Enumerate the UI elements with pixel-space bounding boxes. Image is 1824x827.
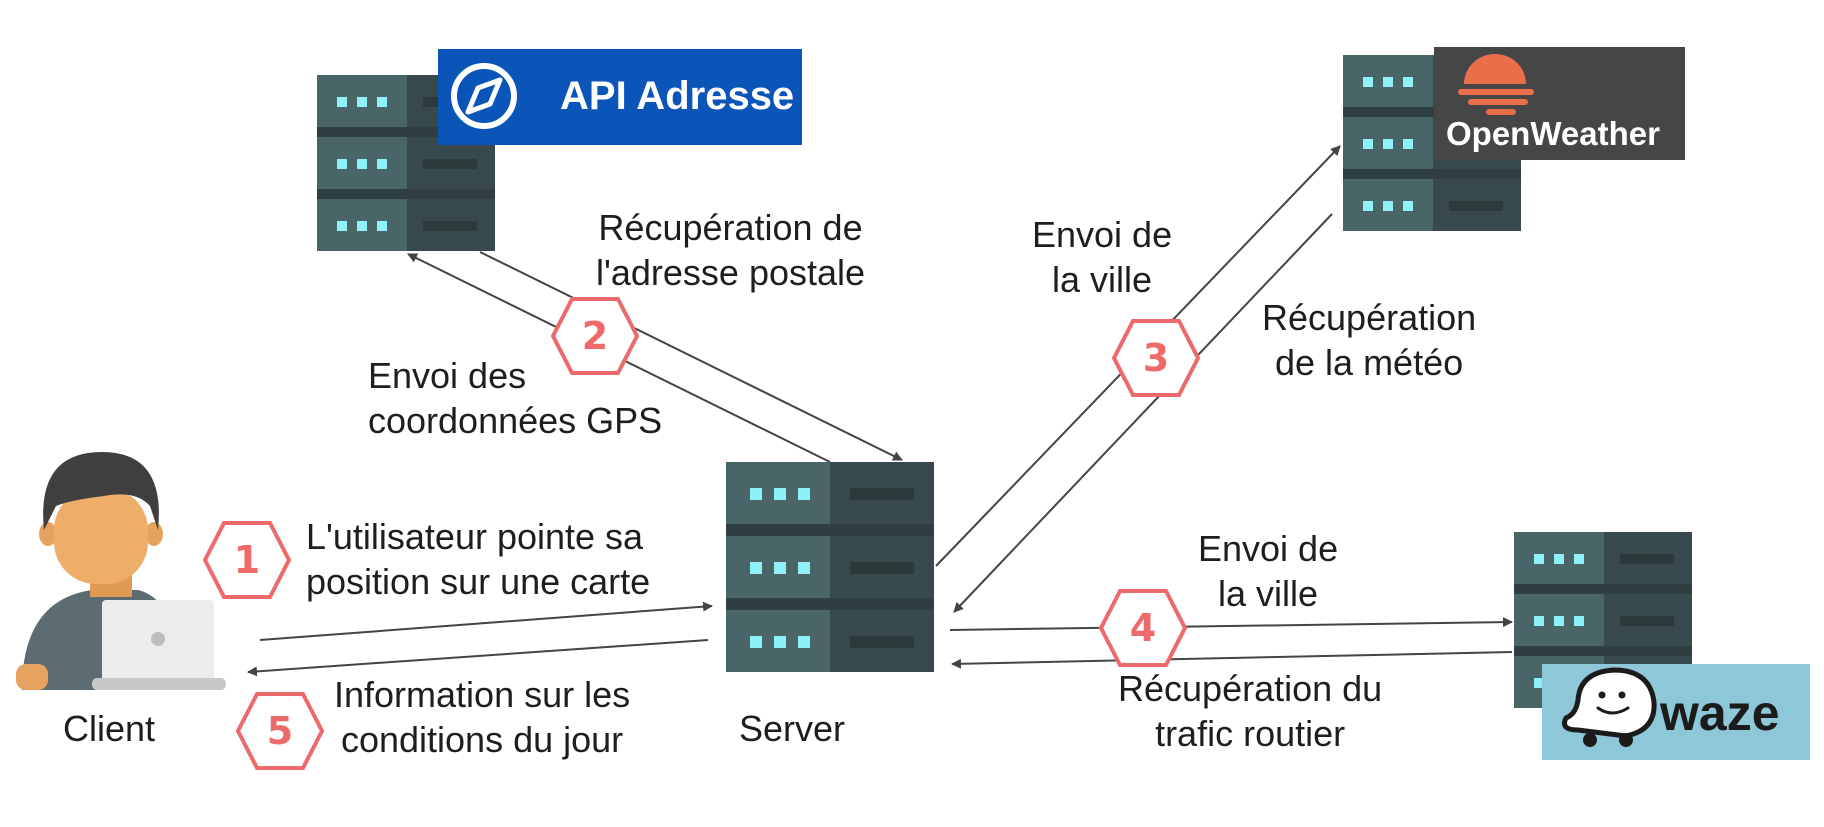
sun-icon — [1458, 54, 1534, 115]
arrow-server-to-waze — [949, 617, 1513, 631]
openweather-logo — [1434, 47, 1685, 160]
arrow-server-to-client — [247, 639, 709, 677]
server-rack-central — [726, 462, 934, 672]
api-adresse-logo-text: API Adresse — [560, 74, 795, 118]
client-person-icon — [16, 452, 226, 690]
waze-logo-text: waze — [1660, 685, 1780, 741]
step-5-badge: 5 — [235, 691, 325, 771]
step-4-badge: 4 — [1098, 588, 1188, 668]
step-3-badge: 3 — [1111, 318, 1201, 398]
openweather-logo-text: OpenWeather — [1446, 115, 1660, 152]
arrow-waze-to-server — [951, 651, 1513, 669]
arrow-api-adresse-to-server — [479, 251, 903, 461]
api-adresse-logo — [438, 49, 802, 145]
server-label: Server — [739, 708, 846, 749]
step-2-badge: 2 — [550, 296, 640, 376]
step-1-badge: 1 — [202, 520, 292, 600]
waze-logo — [1542, 664, 1810, 760]
arrow-openweather-to-server — [953, 213, 1333, 613]
waze-ghost-icon — [1562, 667, 1657, 747]
arrow-client-to-server — [259, 601, 713, 641]
client-label: Client — [63, 708, 156, 749]
compass-icon — [451, 63, 517, 129]
